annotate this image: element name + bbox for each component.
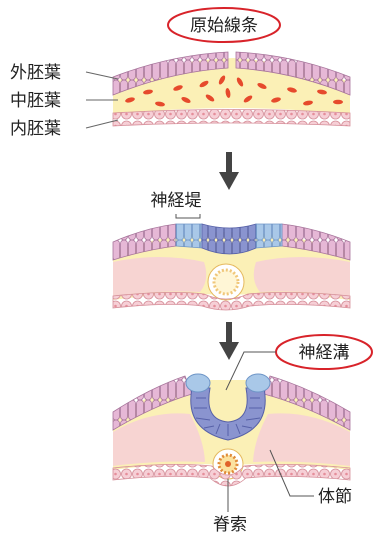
somite-left-2 [113,257,206,296]
label-ectoderm: 外胚葉 [10,63,61,83]
label-mesoderm: 中胚葉 [10,91,61,111]
label-primitive-streak: 原始線条 [190,16,258,36]
label-endoderm: 内胚葉 [10,119,61,139]
down-arrow-1 [219,152,239,190]
label-somite: 体節 [318,487,352,507]
notochord-2 [208,264,244,300]
neural-crest-right-3 [246,374,270,392]
neural-crest-left-2 [176,224,202,248]
stage-2-neural-plate: 神経堤 [113,191,350,310]
neural-plate-bracket [176,214,200,218]
stage-1-primitive-streak: 外胚葉 中胚葉 内胚葉 原始線条 [10,8,350,139]
label-neural-groove: 神経溝 [299,343,350,363]
stage-3-neural-groove: 神経溝 体節 脊索 [113,335,372,535]
neural-crest-left-3 [186,374,210,392]
endoderm-layer [113,110,350,127]
label-neural-plate: 神経堤 [151,191,202,211]
label-notochord: 脊索 [213,515,247,535]
somite-right-2 [254,257,350,296]
neural-plate-center-2 [202,224,256,254]
neural-crest-right-2 [256,224,282,248]
down-arrow-2 [219,322,239,360]
